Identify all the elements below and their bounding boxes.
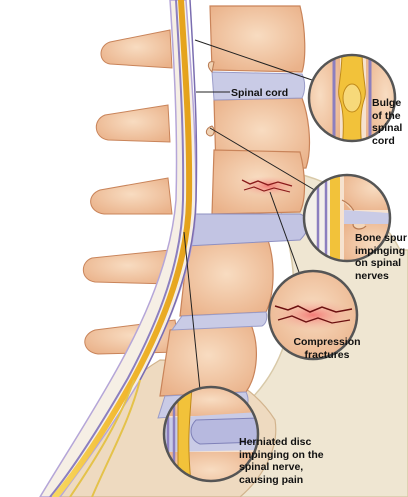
inset-bulge [307, 53, 397, 143]
label-bone-spur: Bone spur impinging on spinal nerves [355, 232, 407, 282]
bone-spur-top [207, 61, 215, 74]
vertebrae [159, 5, 311, 397]
inset-herniated [162, 385, 260, 483]
fracture-marks [238, 176, 298, 196]
label-bulge: Bulge of the spinal cord [372, 97, 403, 147]
leader-lines [183, 39, 319, 391]
label-compression: Compression fractures [293, 336, 361, 361]
bone-spur [205, 125, 215, 137]
spinal-cord [52, 0, 193, 497]
inset-compression [267, 269, 359, 361]
label-herniated-disc: Herniated disc impinging on the spinal n… [239, 436, 324, 486]
nerve-line-left [49, 0, 185, 497]
label-spinal-cord: Spinal cord [231, 87, 289, 99]
nerve-roots [69, 379, 141, 497]
nerve-line-right [139, 0, 198, 381]
